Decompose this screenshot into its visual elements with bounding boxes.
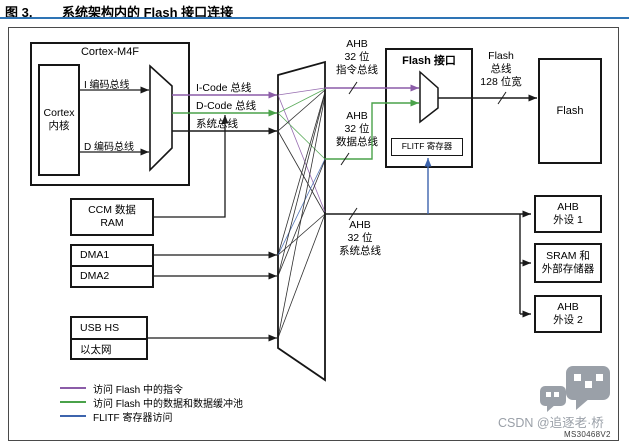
- legend-item-data: 访问 Flash 中的数据和数据缓冲池: [60, 395, 244, 410]
- cortex-core-box: Cortex 内核: [38, 64, 80, 176]
- title-underline: [0, 17, 629, 19]
- ethernet-label: 以太网: [72, 338, 146, 358]
- dma2-label: DMA2: [80, 270, 110, 282]
- legend-label-flitf: FLITF 寄存器访问: [93, 412, 173, 424]
- figure-title: 系统架构内的 Flash 接口连接: [62, 5, 234, 20]
- icode-bus-label: I-Code 总线: [196, 82, 252, 94]
- ccm-label-line1: CCM 数据: [88, 204, 136, 216]
- csdn-watermark-text: CSDN @追逐老·桥: [498, 416, 604, 430]
- cortex-core-label-line1: Cortex: [43, 107, 75, 119]
- ccm-ram-box: CCM 数据 RAM: [70, 198, 154, 236]
- i-encode-bus-label: I 编码总线: [84, 80, 130, 91]
- dma1-label: DMA1: [80, 249, 110, 261]
- ahb-data-bus-label: AHB 32 位 数据总线: [336, 110, 378, 148]
- dcode-bus-label: D-Code 总线: [196, 100, 257, 112]
- flash-box: Flash: [538, 58, 602, 164]
- flash-interface-label: Flash 接口: [402, 55, 456, 67]
- ahb-periph1-box: AHB 外设 1: [534, 195, 602, 233]
- ahb-system-bus-label: AHB 32 位 系统总线: [339, 219, 381, 257]
- figure-caption: 图 3. 系统架构内的 Flash 接口连接: [0, 2, 629, 20]
- usb-eth-box: USB HS 以太网: [70, 316, 148, 360]
- usb-hs-label: USB HS: [80, 322, 120, 334]
- flash-bus-label: Flash 总线 128 位宽: [480, 50, 522, 88]
- legend: 访问 Flash 中的指令 访问 Flash 中的数据和数据缓冲池 FLITF …: [60, 381, 244, 424]
- legend-swatch-data: [60, 401, 86, 403]
- figure-code: MS30468V2: [564, 430, 611, 439]
- csdn-watermark-logo: [540, 366, 610, 412]
- legend-swatch-flitf: [60, 415, 86, 417]
- dma2-box: DMA2: [70, 265, 154, 288]
- ahb-periph2-box: AHB 外设 2: [534, 295, 602, 333]
- legend-item-flitf: FLITF 寄存器访问: [60, 409, 243, 424]
- legend-swatch-instruction: [60, 387, 86, 389]
- cortex-core-label-line2: 内核: [48, 120, 70, 132]
- figure-frame: [8, 27, 619, 441]
- figure-number: 图 3.: [5, 5, 33, 20]
- cortex-m4f-label: Cortex-M4F: [80, 46, 140, 58]
- dma1-box: DMA1: [70, 244, 154, 267]
- legend-label-instruction: 访问 Flash 中的指令: [93, 384, 184, 396]
- ahb-instruction-bus-label: AHB 32 位 指令总线: [336, 38, 378, 76]
- flitf-register-box: FLITF 寄存器: [391, 138, 463, 156]
- ccm-label-line2: RAM: [100, 217, 124, 229]
- sram-external-memory-box: SRAM 和 外部存储器: [534, 243, 602, 283]
- system-bus-label: 系统总线: [196, 118, 238, 130]
- flash-label: Flash: [556, 104, 584, 117]
- d-encode-bus-label: D 编码总线: [84, 142, 134, 153]
- legend-label-data: 访问 Flash 中的数据和数据缓冲池: [93, 398, 244, 410]
- legend-item-instruction: 访问 Flash 中的指令: [60, 381, 243, 396]
